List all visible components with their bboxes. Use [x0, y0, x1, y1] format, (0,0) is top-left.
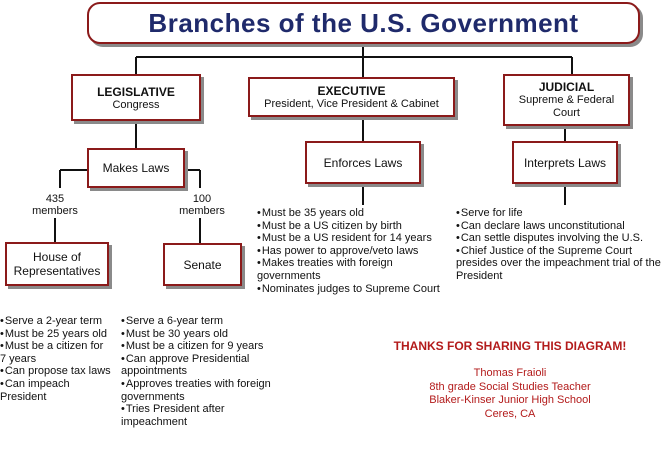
legislative-heading: LEGISLATIVE [97, 85, 175, 99]
house-member-count: 435 members [25, 193, 85, 217]
title-box: Branches of the U.S. Government [87, 2, 640, 44]
senate-count-number: 100 [192, 193, 212, 205]
legislative-sub: Congress [112, 99, 160, 111]
senate-name: Senate [183, 257, 222, 272]
house-count-number: 435 [45, 193, 65, 205]
list-item: Makes treaties with foreign governments [257, 257, 442, 282]
list-item: Can propose tax laws [0, 365, 112, 378]
makes-laws-label: Makes Laws [102, 161, 170, 175]
executive-points-list: Must be 35 years old Must be a US citize… [257, 207, 442, 295]
judicial-heading: JUDICIAL [538, 80, 595, 94]
list-item: Must be 30 years old [121, 328, 291, 341]
house-count-label: members [32, 205, 78, 217]
list-item: Chief Justice of the Supreme Court presi… [456, 245, 669, 283]
makes-laws-box: Makes Laws [87, 148, 185, 188]
senate-points-list: Serve a 6-year term Must be 30 years old… [121, 315, 291, 428]
interprets-laws-label: Interprets Laws [523, 155, 607, 170]
list-item: Serve a 6-year term [121, 315, 291, 328]
senate-box: Senate [163, 243, 242, 286]
house-box: House of Representatives [5, 242, 109, 286]
credit-school: Blaker-Kinser Junior High School [429, 394, 591, 406]
list-item: Must be a citizen for 7 years [0, 340, 112, 365]
credit-author: Thomas Fraioli [473, 367, 547, 379]
list-item: Can settle disputes involving the U.S. [456, 232, 669, 245]
credit-block: Thomas Fraioli 8th grade Social Studies … [380, 367, 640, 421]
list-item: Approves treaties with foreign governmen… [121, 378, 291, 403]
executive-heading: EXECUTIVE [317, 84, 386, 98]
legislative-box: LEGISLATIVE Congress [71, 74, 201, 121]
enforces-laws-box: Enforces Laws [305, 141, 421, 184]
executive-box: EXECUTIVE President, Vice President & Ca… [248, 77, 455, 117]
list-item: Nominates judges to Supreme Court [257, 283, 442, 296]
judicial-sub-line1: Supreme & Federal [518, 94, 615, 106]
senate-member-count: 100 members [172, 193, 232, 217]
page-title: Branches of the U.S. Government [148, 7, 579, 38]
credit-location: Ceres, CA [484, 407, 536, 420]
list-item: Has power to approve/veto laws [257, 245, 442, 258]
judicial-box: JUDICIAL Supreme & Federal Court [503, 74, 630, 126]
list-item: Must be 25 years old [0, 328, 112, 341]
house-name-line1: House of [32, 250, 82, 264]
thanks-note: THANKS FOR SHARING THIS DIAGRAM! [393, 339, 627, 353]
list-item: Can impeach President [0, 378, 112, 403]
list-item: Serve a 2-year term [0, 315, 112, 328]
senate-count-label: members [179, 205, 225, 217]
house-name-line2: Representatives [13, 264, 101, 278]
list-item: Serve for life [456, 207, 669, 220]
credit-role: 8th grade Social Studies Teacher [429, 380, 591, 393]
interprets-laws-box: Interprets Laws [512, 141, 618, 184]
list-item: Must be a citizen for 9 years [121, 340, 291, 353]
house-points-list: Serve a 2-year term Must be 25 years old… [0, 315, 112, 403]
judicial-points-list: Serve for life Can declare laws unconsti… [456, 207, 669, 283]
list-item: Tries President after impeachment [121, 403, 291, 428]
executive-sub: President, Vice President & Cabinet [264, 98, 439, 110]
list-item: Must be a US resident for 14 years [257, 232, 442, 245]
list-item: Must be a US citizen by birth [257, 220, 442, 233]
list-item: Can declare laws unconstitutional [456, 220, 669, 233]
judicial-sub-line2: Court [553, 107, 580, 119]
enforces-laws-label: Enforces Laws [323, 155, 403, 170]
list-item: Can approve Presidential appointments [121, 353, 291, 378]
list-item: Must be 35 years old [257, 207, 442, 220]
